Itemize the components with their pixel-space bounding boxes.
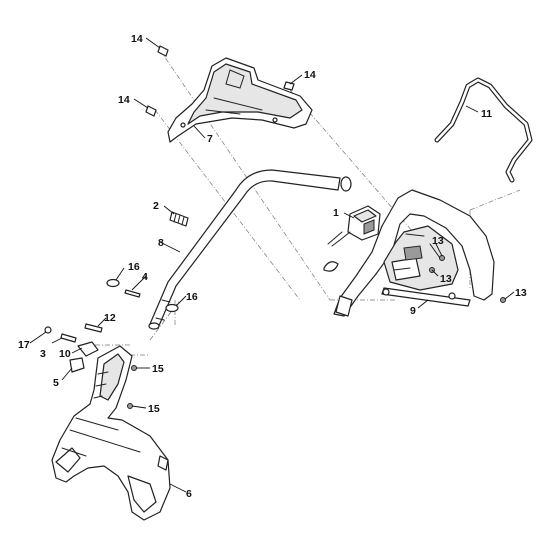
callout-5: 5: [53, 377, 59, 389]
callout-15-upper: 15: [152, 363, 164, 375]
callout-6: 6: [186, 488, 192, 500]
part-5-knob: [69, 357, 85, 373]
callout-14-top: 14: [131, 33, 143, 45]
callout-15-lower: 15: [148, 403, 160, 415]
callout-9: 9: [410, 305, 416, 317]
part-4-pin: [124, 289, 141, 298]
callout-2: 2: [153, 200, 159, 212]
part-13-screw-a: [439, 255, 445, 261]
part-15-screw-a: [131, 365, 137, 371]
part-10-lever: [77, 341, 99, 357]
callout-7: 7: [207, 133, 213, 145]
leader-lines: [29, 37, 515, 493]
part-14-screw-c: [283, 81, 295, 91]
part-1-switch-box: [323, 205, 381, 272]
callout-4: 4: [142, 271, 148, 283]
callout-14-left: 14: [118, 94, 130, 106]
callout-labels: 14 14 14 7 11 2 1 8 13 13 13 9 16 4 16 1…: [18, 33, 527, 500]
callout-17: 17: [18, 339, 30, 351]
part-15-screw-b: [127, 403, 133, 409]
callout-11: 11: [481, 108, 492, 120]
callout-3: 3: [40, 348, 46, 360]
callout-12: 12: [104, 312, 116, 324]
part-12-bolt: [84, 323, 103, 333]
callout-16-upper: 16: [128, 261, 140, 273]
callout-1: 1: [333, 207, 339, 219]
callout-10: 10: [59, 348, 71, 360]
part-17-nut: [44, 326, 52, 334]
part-7-console-cover: [167, 57, 313, 143]
part-2-plug: [169, 211, 189, 227]
part-8-handle-tube: [148, 169, 352, 330]
callout-13-upper: 13: [432, 235, 444, 247]
part-14-screw-b: [145, 105, 157, 117]
part-13-screw-c: [500, 297, 506, 303]
callout-13-right: 13: [515, 287, 527, 299]
callout-16-lower: 16: [186, 291, 198, 303]
part-11-bail-handle: [434, 77, 533, 183]
callout-13-mid: 13: [440, 273, 452, 285]
callout-8: 8: [158, 237, 164, 249]
part-14-screw-a: [157, 45, 169, 57]
part-16-washer-a: [106, 278, 120, 288]
part-3-bolt: [60, 333, 77, 343]
part-16-washer-b: [165, 303, 179, 313]
callout-14-right: 14: [304, 69, 316, 81]
part-6-lower-base: [51, 345, 171, 521]
part-9-handle-frame: [333, 189, 495, 317]
